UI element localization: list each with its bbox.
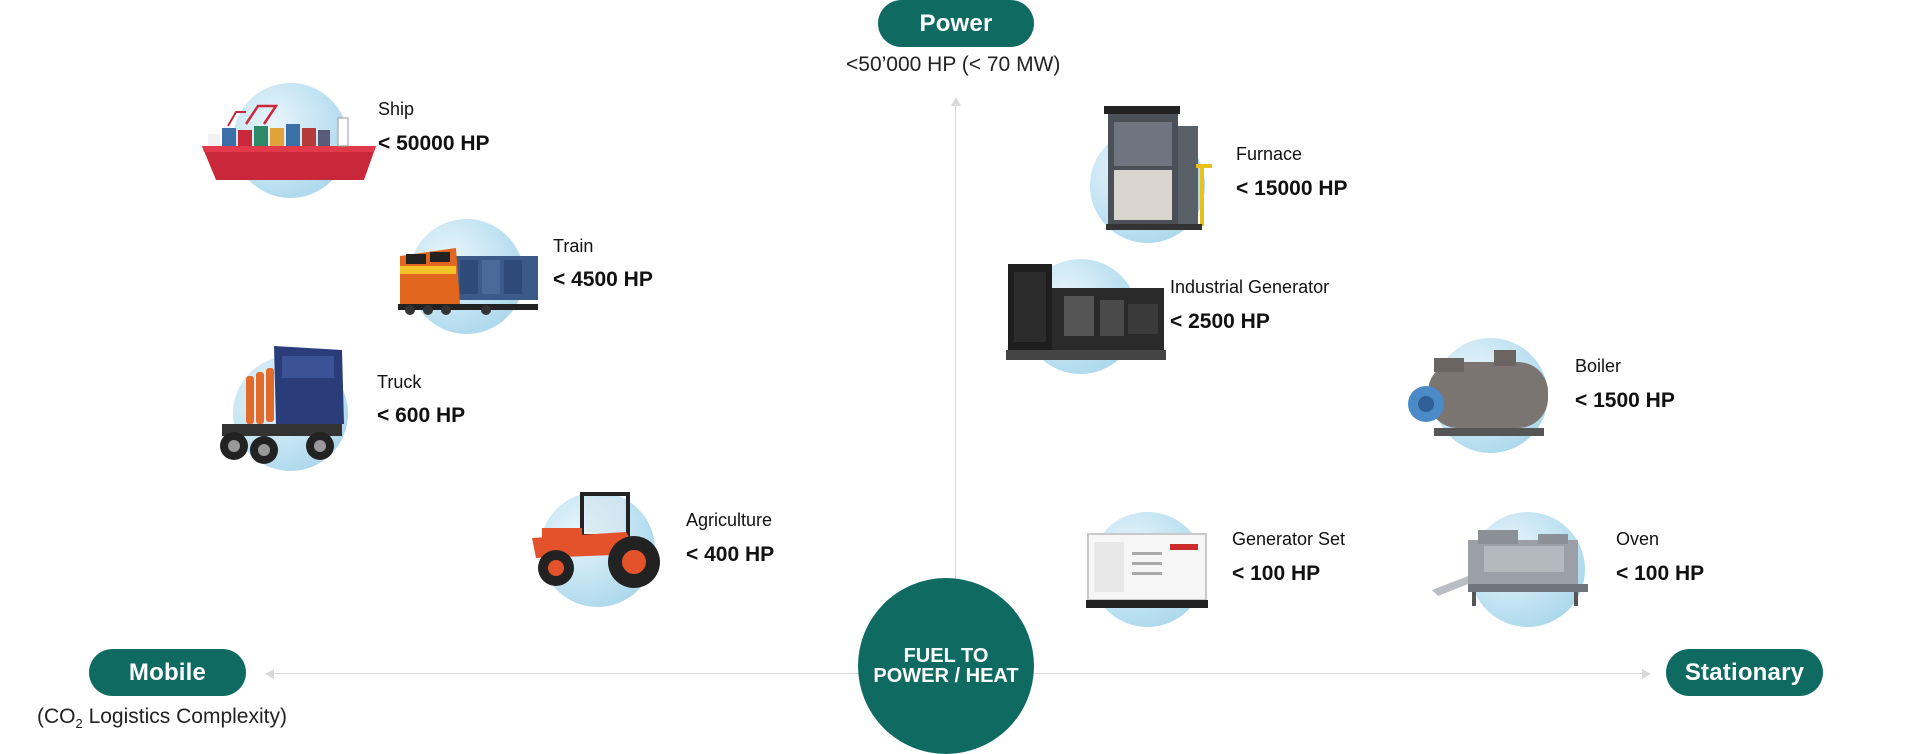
power-axis-subtitle: <50’000 HP (< 70 MW)	[846, 53, 1060, 77]
generator-set-name: Generator Set	[1232, 529, 1345, 550]
oven-name: Oven	[1616, 529, 1659, 550]
horizontal-axis-left	[270, 673, 860, 674]
power-axis-label: Power	[878, 0, 1034, 47]
oven-icon	[1428, 520, 1594, 612]
oven-power: < 100 HP	[1616, 562, 1704, 586]
boiler-power: < 1500 HP	[1575, 389, 1675, 413]
industrial-generator-icon	[1004, 260, 1168, 366]
ship-power: < 50000 HP	[378, 132, 490, 156]
horizontal-axis-left-arrow	[265, 669, 274, 679]
mobile-subtitle-suffix: Logistics Complexity)	[83, 705, 287, 728]
hub-line-2: POWER / HEAT	[873, 666, 1018, 686]
boiler-name: Boiler	[1575, 356, 1621, 377]
ship-name: Ship	[378, 99, 414, 120]
furnace-name: Furnace	[1236, 144, 1302, 165]
vertical-axis-arrow	[951, 97, 961, 106]
truck-power: < 600 HP	[377, 404, 465, 428]
stationary-axis-label: Stationary	[1666, 649, 1823, 696]
truck-name: Truck	[377, 372, 421, 393]
vertical-axis	[955, 104, 956, 578]
mobile-axis-subtitle: (CO2 Logistics Complexity)	[37, 705, 287, 731]
mobile-subtitle-subscript: 2	[76, 716, 83, 731]
horizontal-axis-right-arrow	[1642, 669, 1651, 679]
agriculture-name: Agriculture	[686, 510, 772, 531]
mobile-subtitle-prefix: (CO	[37, 705, 76, 728]
container-ship-icon	[198, 104, 380, 184]
train-power: < 4500 HP	[553, 268, 653, 292]
truck-icon	[216, 342, 352, 472]
horizontal-axis-right	[1032, 673, 1642, 674]
industrial-generator-name: Industrial Generator	[1170, 277, 1329, 298]
fuel-to-power-heat-hub: FUEL TO POWER / HEAT	[858, 578, 1034, 754]
train-name: Train	[553, 236, 593, 257]
generator-set-icon	[1084, 530, 1210, 612]
industrial-generator-power: < 2500 HP	[1170, 310, 1270, 334]
agriculture-power: < 400 HP	[686, 543, 774, 567]
mobile-axis-label: Mobile	[89, 649, 246, 696]
generator-set-power: < 100 HP	[1232, 562, 1320, 586]
tractor-icon	[522, 488, 670, 592]
furnace-power: < 15000 HP	[1236, 177, 1348, 201]
hub-line-1: FUEL TO	[904, 646, 989, 666]
furnace-icon	[1100, 104, 1216, 236]
boiler-icon	[1404, 344, 1554, 444]
locomotive-icon	[396, 226, 538, 318]
